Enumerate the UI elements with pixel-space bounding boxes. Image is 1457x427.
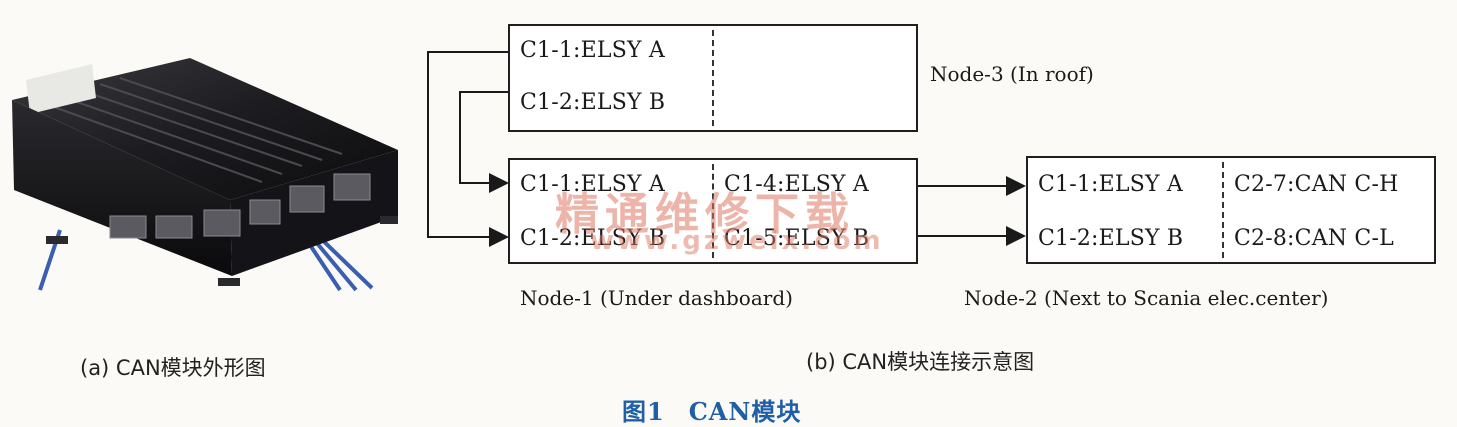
wire-node3-b-to-node1-a	[459, 91, 509, 193]
node3-box: C1-1:ELSY A C1-2:ELSY B	[508, 24, 918, 132]
node1-divider	[712, 164, 714, 258]
node1-caption: Node-1 (Under dashboard)	[520, 286, 793, 310]
node2-pin-c1-2: C1-2:ELSY B	[1038, 226, 1184, 251]
node2-box: C1-1:ELSY A C1-2:ELSY B C2-7:CAN C-H C2-…	[1026, 156, 1436, 264]
module-top-surface	[12, 58, 398, 200]
mounting-feet	[46, 216, 398, 286]
figure-number: 图1	[622, 397, 665, 426]
node1-pin-c1-1: C1-1:ELSY A	[520, 172, 666, 197]
node1-pin-c1-4: C1-4:ELSY A	[724, 172, 870, 197]
node3-caption: Node-3 (In roof)	[930, 62, 1094, 86]
figure-title: 图1 CAN模块	[622, 392, 801, 427]
node2-pin-c1-1: C1-1:ELSY A	[1038, 172, 1184, 197]
node1-pin-c1-2: C1-2:ELSY B	[520, 226, 666, 251]
node3-divider	[712, 30, 714, 126]
caption-b: (b) CAN模块连接示意图	[806, 350, 1035, 374]
node3-pin-c1-2: C1-2:ELSY B	[520, 90, 666, 115]
figure-title-text: CAN模块	[688, 397, 802, 426]
caption-a: (a) CAN模块外形图	[80, 356, 266, 380]
node1-pin-c1-5: C1-5:ELSY B	[724, 226, 870, 251]
watermark-url: www.gzweix.com	[590, 226, 884, 256]
module-label-sticker	[26, 64, 96, 114]
watermark-text: 精通维修下载	[555, 189, 855, 240]
node2-divider	[1222, 162, 1224, 258]
cooling-ribs	[39, 77, 343, 183]
can-module-photo	[12, 58, 398, 292]
node2-pin-c2-7: C2-7:CAN C-H	[1234, 172, 1399, 197]
node2-caption: Node-2 (Next to Scania elec.center)	[964, 286, 1329, 310]
node1-box: C1-1:ELSY A C1-2:ELSY B C1-4:ELSY A C1-5…	[508, 158, 918, 264]
node3-pin-c1-1: C1-1:ELSY A	[520, 38, 666, 63]
connector-ports	[109, 173, 371, 239]
wire-node3-a-to-node1-b	[427, 51, 509, 247]
node2-pin-c2-8: C2-8:CAN C-L	[1234, 226, 1394, 251]
